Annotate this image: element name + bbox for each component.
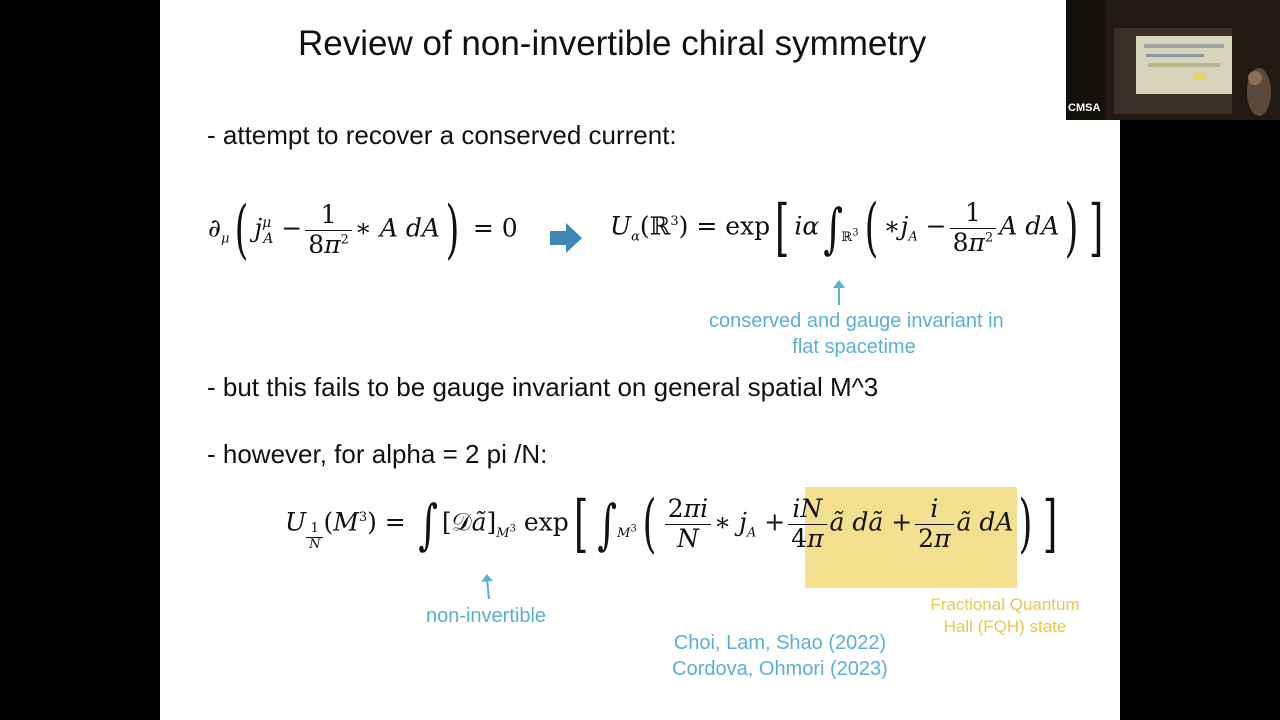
annotation-fqh-state: Fractional Quantum Hall (FQH) state: [930, 595, 1080, 636]
watermark: CMSA: [1068, 102, 1101, 114]
references: Choi, Lam, Shao (2022) Cordova, Ohmori (…: [672, 632, 888, 680]
bullet-gauge-failure: - but this fails to be gauge invariant o…: [207, 372, 879, 402]
right-arrow-icon: [550, 223, 582, 253]
slide-title: Review of non-invertible chiral symmetry: [298, 24, 927, 63]
bullet-alpha-2pi-over-n: - however, for alpha = 2 pi /N:: [207, 439, 548, 469]
annotation-arrow-icon: [481, 574, 493, 600]
annotation-conserved-gauge-invariant: conserved and gauge invariant in flat sp…: [709, 310, 1004, 358]
lecture-room-image: [1066, 0, 1280, 120]
bullet-conserved-current: - attempt to recover a conserved current…: [207, 120, 677, 150]
annotation-arrow-icon: [833, 280, 845, 305]
speaker-camera-thumbnail: CMSA: [1066, 0, 1280, 120]
annotation-non-invertible: non-invertible: [425, 605, 547, 627]
slide: Review of non-invertible chiral symmetry…: [160, 0, 1120, 720]
fqh-highlight-box: [805, 487, 1017, 588]
